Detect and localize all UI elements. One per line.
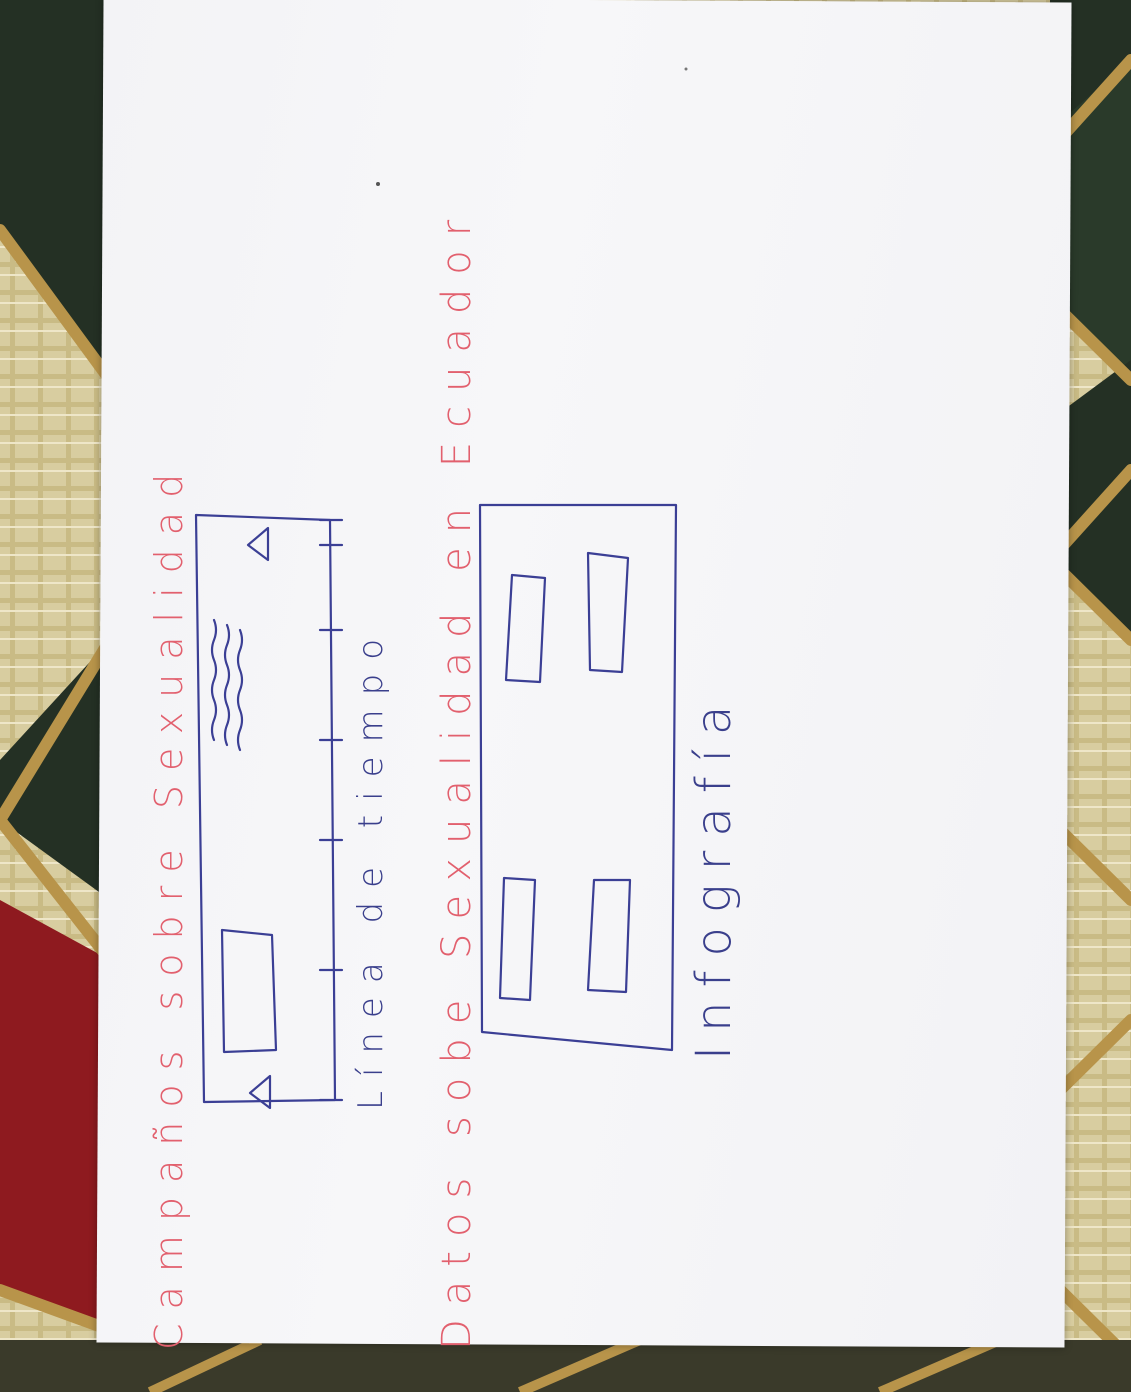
infographic-block <box>506 575 545 682</box>
arrow-right-icon <box>248 528 268 560</box>
infographic-block <box>588 553 628 672</box>
sketch-caption-infographic: Infografía <box>686 692 742 1060</box>
timeline-sketch <box>196 515 342 1108</box>
pencil-dot <box>376 182 380 186</box>
infographic-block <box>588 880 630 992</box>
sketch-caption-timeline: Línea de tiempo <box>351 625 391 1110</box>
text-lines <box>212 620 216 740</box>
pencil-dot <box>685 68 688 71</box>
arrow-left-icon <box>250 1076 270 1108</box>
infographic-block <box>500 878 535 1000</box>
infographic-frame <box>480 505 676 1050</box>
sketch-title-data-ecuador: Datos sobe Sexualidad en Ecuador <box>434 206 480 1350</box>
timeline-frame <box>196 515 335 1102</box>
sketch-title-campaigns: Campaños sobre Sexualidad <box>147 460 191 1350</box>
infographic-sketch <box>480 505 676 1050</box>
image-placeholder <box>222 930 276 1052</box>
